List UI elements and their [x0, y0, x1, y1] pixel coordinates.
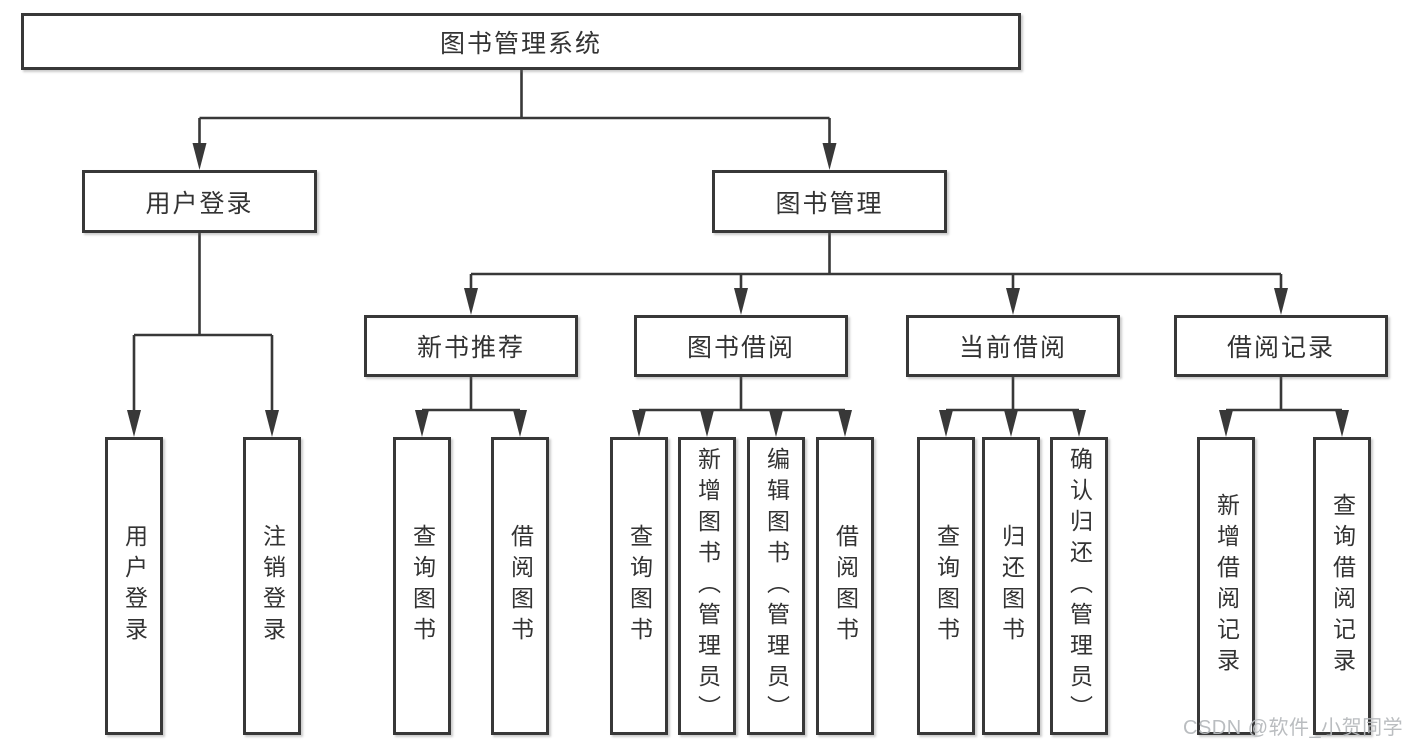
connector-user-login — [132, 233, 274, 412]
csdn-watermark: CSDN @软件_小贺同学 — [1183, 717, 1404, 739]
node-new-book-recommend: 新书推荐 — [364, 315, 578, 377]
leaf-cb-confirm-return-admin: 确认归还（管理员） — [1050, 437, 1108, 735]
arrowheads — [127, 143, 1349, 437]
leaf-cb-return-book: 归还图书 — [982, 437, 1040, 735]
connector-new-book-recommend — [422, 377, 520, 412]
leaf-br-add-record: 新增借阅记录 — [1197, 437, 1255, 735]
connector-borrow-records — [1226, 377, 1342, 412]
node-current-borrow: 当前借阅 — [906, 315, 1120, 377]
leaf-user-login: 用户登录 — [105, 437, 163, 735]
node-book-borrow: 图书借阅 — [634, 315, 848, 377]
connector-book-borrow — [639, 377, 845, 412]
leaf-nbr-query-book: 查询图书 — [393, 437, 451, 735]
leaf-br-query-record: 查询借阅记录 — [1313, 437, 1371, 735]
node-user-login: 用户登录 — [82, 170, 317, 233]
connector-book-mgmt — [469, 233, 1283, 291]
leaf-bb-query-book: 查询图书 — [610, 437, 668, 735]
leaf-cb-query-book: 查询图书 — [917, 437, 975, 735]
leaf-bb-borrow-book: 借阅图书 — [816, 437, 874, 735]
node-root: 图书管理系统 — [21, 13, 1021, 70]
leaf-bb-edit-book-admin: 编辑图书（管理员） — [747, 437, 805, 735]
leaf-nbr-borrow-book: 借阅图书 — [491, 437, 549, 735]
connector-current-borrow — [946, 377, 1079, 412]
leaf-bb-add-book-admin: 新增图书（管理员） — [678, 437, 736, 735]
node-borrow-records: 借阅记录 — [1174, 315, 1388, 377]
node-book-management: 图书管理 — [712, 170, 947, 233]
leaf-logout: 注销登录 — [243, 437, 301, 735]
connector-root — [198, 70, 831, 146]
